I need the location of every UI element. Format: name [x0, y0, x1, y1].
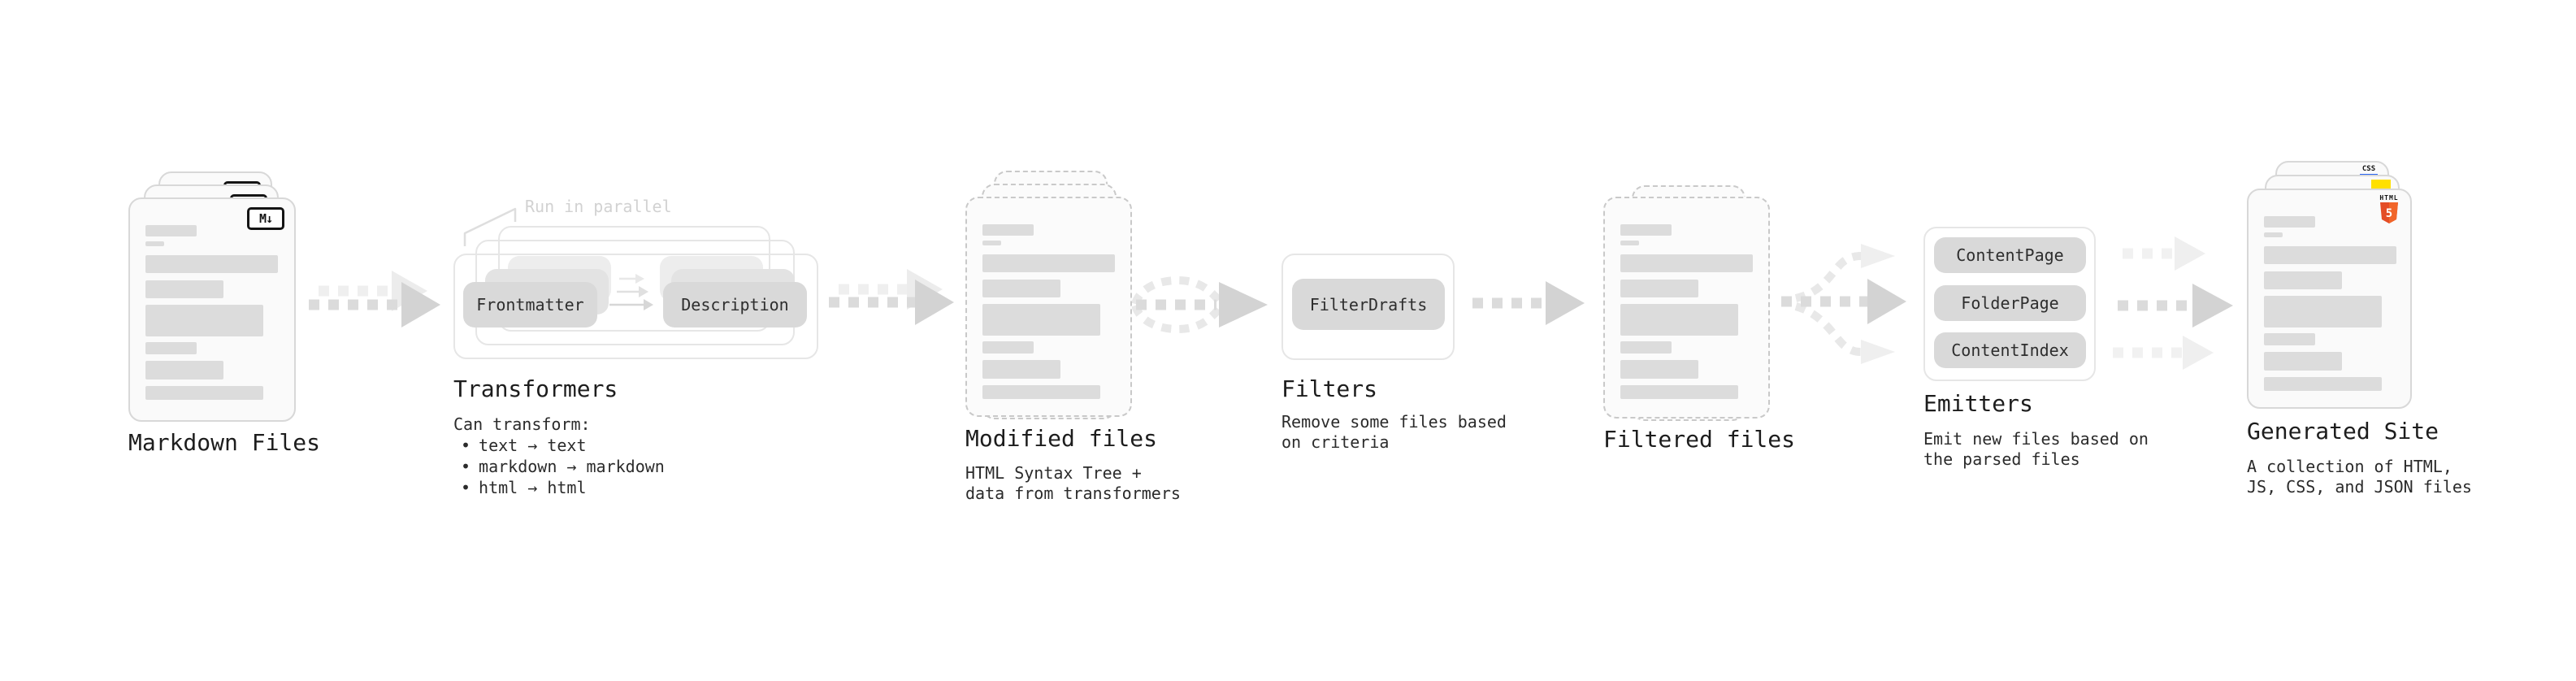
bullet-marker: • — [461, 457, 471, 476]
caption-line: on criteria — [1281, 432, 1390, 452]
transformers-caption: Can transform: • text → text • markdown … — [453, 414, 665, 498]
folderpage-box: FolderPage — [1934, 285, 2086, 321]
transformer-inner-arrows — [463, 207, 653, 310]
filters-label: Filters — [1281, 375, 1378, 402]
site-doc-front: HTML 5 — [2247, 189, 2412, 409]
doc-line — [982, 254, 1115, 272]
frontmatter-box: Frontmatter — [463, 282, 597, 327]
contentindex-box: ContentIndex — [1934, 332, 2086, 368]
doc-line — [1620, 385, 1738, 399]
doc-line — [145, 241, 164, 246]
doc-line — [145, 342, 197, 354]
arrow-emitters-to-site-icon — [2113, 236, 2233, 370]
html5-icon: HTML 5 — [2379, 194, 2400, 224]
caption-line: HTML Syntax Tree + — [965, 463, 1142, 483]
js-icon — [2371, 180, 2391, 190]
filtered-files-label: Filtered files — [1603, 426, 1796, 453]
annotation-leader-line — [463, 207, 517, 246]
bullet-marker: • — [461, 436, 471, 455]
arrow-markdown-to-transformers-icon — [309, 271, 440, 327]
bullet-item: • markdown → markdown — [453, 456, 665, 477]
arrow-filters-to-filtered-icon — [1472, 281, 1585, 325]
bullet-item: • html → html — [453, 477, 665, 498]
doc-line — [2264, 246, 2396, 264]
doc-line — [1620, 360, 1698, 379]
doc-line — [982, 385, 1100, 399]
doc-line — [145, 386, 263, 400]
caption-line: the parsed files — [1923, 449, 2080, 469]
caption-line: data from transformers — [965, 484, 1181, 503]
run-in-parallel-annotation: Run in parallel — [525, 197, 672, 216]
arrow-split-filtered-to-emitters-icon — [1781, 244, 1906, 364]
bullet-text: markdown → markdown — [479, 457, 665, 476]
caption-line: A collection of HTML, — [2247, 457, 2452, 476]
doc-line — [982, 360, 1060, 379]
contentpage-box: ContentPage — [1934, 237, 2086, 273]
markdown-doc-front: M↓ — [128, 197, 296, 422]
doc-line — [145, 280, 223, 298]
caption-line: Can transform: — [453, 414, 591, 434]
doc-line — [2264, 216, 2315, 228]
doc-line — [982, 241, 1001, 245]
doc-line — [2264, 271, 2342, 289]
bullet-text: html → html — [479, 478, 587, 497]
arrow-merge-modified-to-filters-icon — [1131, 276, 1268, 333]
emitters-container — [1923, 227, 2096, 381]
doc-line — [2264, 333, 2315, 345]
generated-site-caption: A collection of HTML, JS, CSS, and JSON … — [2247, 457, 2472, 497]
doc-line — [145, 225, 197, 236]
emitters-label: Emitters — [1923, 390, 2033, 417]
modified-doc-front — [965, 197, 1132, 417]
description-box: Description — [663, 282, 807, 327]
doc-line — [2264, 352, 2342, 371]
doc-line — [145, 361, 223, 380]
caption-line: Remove some files based — [1281, 412, 1507, 432]
emitters-caption: Emit new files based on the parsed files — [1923, 429, 2149, 470]
markdown-files-label: Markdown Files — [128, 429, 321, 456]
doc-line — [1620, 224, 1672, 236]
doc-line — [1620, 304, 1738, 336]
doc-line — [2264, 232, 2283, 237]
bullet-text: text → text — [479, 436, 587, 455]
markdown-icon: M↓ — [247, 207, 284, 230]
doc-line — [1620, 341, 1672, 354]
doc-line — [982, 280, 1060, 297]
doc-line — [2264, 377, 2382, 391]
doc-line — [982, 304, 1100, 336]
filtered-doc-front — [1603, 197, 1770, 419]
doc-line — [982, 341, 1034, 354]
modified-files-label: Modified files — [965, 425, 1158, 452]
doc-line — [1620, 280, 1698, 297]
caption-line: JS, CSS, and JSON files — [2247, 477, 2472, 497]
bullet-item: • text → text — [453, 435, 665, 456]
doc-line — [1620, 254, 1753, 272]
transformer-layer-front — [453, 254, 818, 359]
filterdrafts-box: FilterDrafts — [1292, 279, 1445, 330]
doc-line — [2264, 296, 2382, 327]
arrow-transformers-to-modified-icon — [829, 269, 954, 325]
doc-line — [145, 305, 263, 336]
doc-line — [145, 255, 278, 273]
bullet-marker: • — [461, 478, 471, 497]
filters-caption: Remove some files based on criteria — [1281, 412, 1507, 453]
caption-line: Emit new files based on — [1923, 429, 2149, 449]
doc-line — [1620, 241, 1639, 245]
transformers-label: Transformers — [453, 375, 618, 402]
generated-site-label: Generated Site — [2247, 418, 2439, 445]
doc-line — [982, 224, 1034, 236]
svg-text:5: 5 — [2386, 207, 2392, 220]
modified-files-caption: HTML Syntax Tree + data from transformer… — [965, 463, 1181, 504]
filters-container — [1281, 254, 1455, 360]
